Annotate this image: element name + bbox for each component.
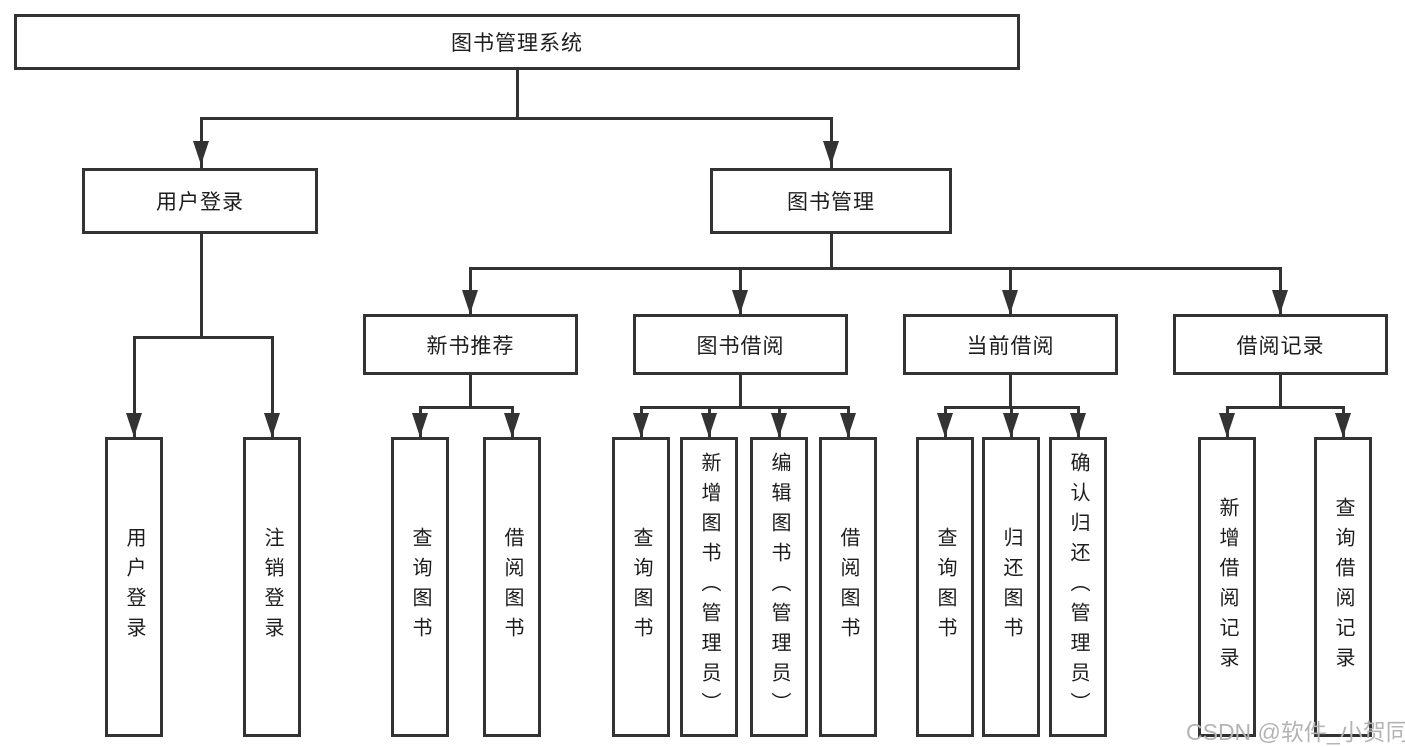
arrow-down-icon (1070, 413, 1086, 437)
node-book-management: 图书管理 (710, 168, 952, 234)
connector-stub (739, 373, 742, 409)
node-label: 编辑图书（管理员） (768, 452, 790, 722)
arrow-down-icon (462, 290, 478, 314)
arrow-down-icon (264, 413, 280, 437)
node-label: 借阅图书 (837, 527, 859, 647)
node-label: 新书推荐 (426, 334, 515, 358)
node-label: 归还图书 (1000, 527, 1022, 647)
arrow-down-icon (771, 413, 787, 437)
node-label: 当前借阅 (966, 334, 1055, 358)
node-label: 图书管理系统 (451, 32, 583, 55)
node-label: 查询借阅记录 (1332, 497, 1354, 677)
arrow-down-icon (1219, 413, 1235, 437)
leaf-user-login: 用户登录 (105, 437, 163, 737)
node-label: 借阅图书 (501, 527, 523, 647)
leaf-borrow-books-recommend: 借阅图书 (483, 437, 541, 737)
arrow-down-icon (937, 413, 953, 437)
leaf-borrow-books-borrowing: 借阅图书 (819, 437, 877, 737)
node-label: 查询图书 (630, 527, 652, 647)
arrow-down-icon (1335, 413, 1351, 437)
connector-book-mgmt-stub (829, 232, 833, 270)
node-label: 查询图书 (934, 527, 956, 647)
connector-stub (1279, 373, 1282, 409)
connector-user-login-stub (199, 232, 203, 339)
arrow-down-icon (633, 413, 649, 437)
leaf-query-books-current: 查询图书 (916, 437, 974, 737)
node-current-borrowing: 当前借阅 (903, 314, 1118, 375)
connector-level2-branch (199, 117, 833, 120)
node-label: 确认归还（管理员） (1067, 452, 1089, 722)
connector-branch (639, 406, 850, 409)
leaf-return-book: 归还图书 (982, 437, 1040, 737)
arrow-down-icon (823, 141, 839, 165)
node-label: 借阅记录 (1236, 334, 1325, 358)
connector-branch (1225, 406, 1345, 409)
connector-user-login-branch (132, 336, 274, 339)
node-library-management-system: 图书管理系统 (14, 14, 1020, 70)
node-label: 图书管理 (787, 191, 875, 214)
arrow-down-icon (701, 413, 717, 437)
arrow-down-icon (1003, 413, 1019, 437)
node-borrowing-records: 借阅记录 (1173, 314, 1388, 375)
node-label: 用户登录 (123, 527, 145, 647)
arrow-down-icon (412, 413, 428, 437)
leaf-confirm-return-admin: 确认归还（管理员） (1049, 437, 1107, 737)
node-new-book-recommend: 新书推荐 (363, 314, 578, 375)
connector-branch (418, 406, 514, 409)
node-label: 用户登录 (156, 191, 244, 214)
leaf-query-books-borrowing: 查询图书 (612, 437, 670, 737)
connector-level3-branch (469, 267, 1282, 270)
arrow-down-icon (193, 141, 209, 165)
arrow-down-icon (126, 413, 142, 437)
arrow-down-icon (504, 413, 520, 437)
node-user-login: 用户登录 (82, 168, 318, 234)
leaf-query-books-recommend: 查询图书 (391, 437, 449, 737)
leaf-add-book-admin: 新增图书（管理员） (680, 437, 738, 737)
connector-stub (1009, 373, 1012, 409)
leaf-edit-book-admin: 编辑图书（管理员） (750, 437, 808, 737)
leaf-query-borrow-record: 查询借阅记录 (1314, 437, 1372, 737)
arrow-down-icon (732, 290, 748, 314)
arrow-down-icon (840, 413, 856, 437)
node-label: 查询图书 (409, 527, 431, 647)
node-label: 图书借阅 (696, 334, 785, 358)
leaf-add-borrow-record: 新增借阅记录 (1198, 437, 1256, 737)
csdn-watermark: CSDN @软件_小贺同学 (1186, 719, 1405, 745)
connector-root-stub (515, 68, 519, 120)
node-book-borrowing: 图书借阅 (633, 314, 848, 375)
arrow-down-icon (1272, 290, 1288, 314)
node-label: 新增图书（管理员） (698, 452, 720, 722)
node-label: 新增借阅记录 (1216, 497, 1238, 677)
leaf-logout: 注销登录 (243, 437, 301, 737)
arrow-down-icon (1002, 290, 1018, 314)
connector-stub (469, 373, 472, 409)
connector-shaft (270, 336, 274, 437)
connector-shaft (132, 336, 136, 437)
node-label: 注销登录 (261, 527, 283, 647)
